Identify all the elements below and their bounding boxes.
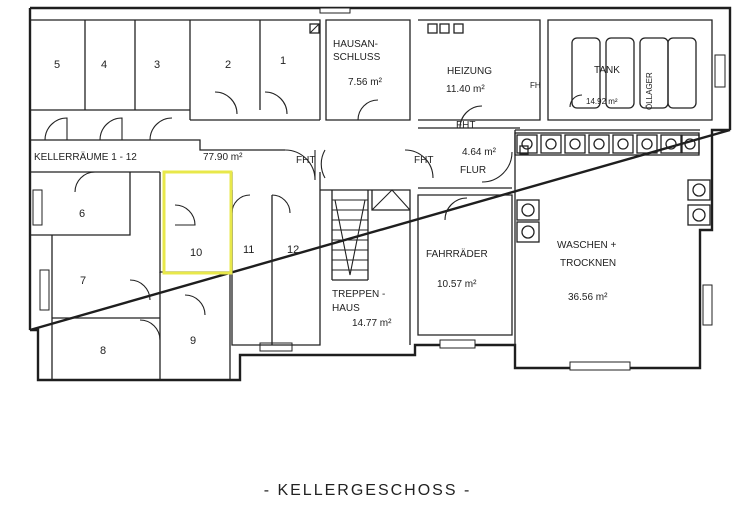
kellerraeume-area: 77.90 m² [203, 152, 243, 163]
room-7-label: 7 [80, 275, 86, 287]
tank-label: TANK [594, 65, 620, 76]
room-5-label: 5 [54, 59, 60, 71]
room-9-label: 9 [190, 335, 196, 347]
hausanschluss-area: 7.56 m² [348, 77, 383, 88]
room-8-label: 8 [100, 345, 106, 357]
room-4-label: 4 [101, 59, 107, 71]
fht-label-3: FHT [456, 120, 475, 131]
fahrraeder-area: 10.57 m² [437, 279, 477, 290]
floor-title: - KELLERGESCHOSS - [263, 482, 472, 499]
room-2-label: 2 [225, 59, 231, 71]
fire-symbols [309, 23, 529, 155]
fahrraeder-label: FAHRRÄDER [426, 248, 488, 260]
heizung-area: 11.40 m² [446, 84, 485, 95]
room-12-label: 12 [287, 244, 299, 256]
oellager-label: ÖLLAGER [645, 72, 654, 110]
waschen-area: 36.56 m² [568, 292, 608, 303]
treppenhaus-label-2: HAUS [332, 303, 360, 314]
oil-tanks [571, 37, 697, 109]
fht-label-2: FHT [414, 155, 433, 166]
outer-walls [28, 6, 732, 382]
flur-area: 4.64 m² [462, 147, 497, 158]
tank-area: 14.92 m² [586, 97, 618, 106]
room-1-label: 1 [280, 55, 286, 67]
windows [32, 7, 726, 371]
heizung-label: HEIZUNG [447, 66, 492, 77]
fh-label: FH [530, 81, 541, 90]
interior-walls [30, 19, 713, 380]
waschen-label-2: TROCKNEN [560, 258, 616, 269]
kellerraeume-label: KELLERRÄUME 1 - 12 [34, 151, 137, 163]
room-3-label: 3 [154, 59, 160, 71]
hausanschluss-label-1: HAUSAN- [333, 39, 378, 50]
room-10-label: 10 [190, 247, 202, 259]
flur-label: FLUR [460, 165, 486, 176]
waschen-label-1: WASCHEN + [557, 240, 617, 251]
fht-label-1: FHT [296, 155, 315, 166]
room-labels: 5 4 3 2 1 6 7 8 9 10 11 12 KELLERRÄUME 1… [34, 39, 654, 357]
treppenhaus-area: 14.77 m² [352, 318, 392, 329]
hausanschluss-label-2: SCHLUSS [333, 52, 381, 63]
room-6-label: 6 [79, 208, 85, 220]
room-11-label: 11 [243, 244, 254, 256]
treppenhaus-label-1: TREPPEN - [332, 289, 385, 300]
washing-machines [514, 132, 711, 243]
stairs [331, 189, 411, 281]
room-10-highlight [162, 170, 233, 275]
